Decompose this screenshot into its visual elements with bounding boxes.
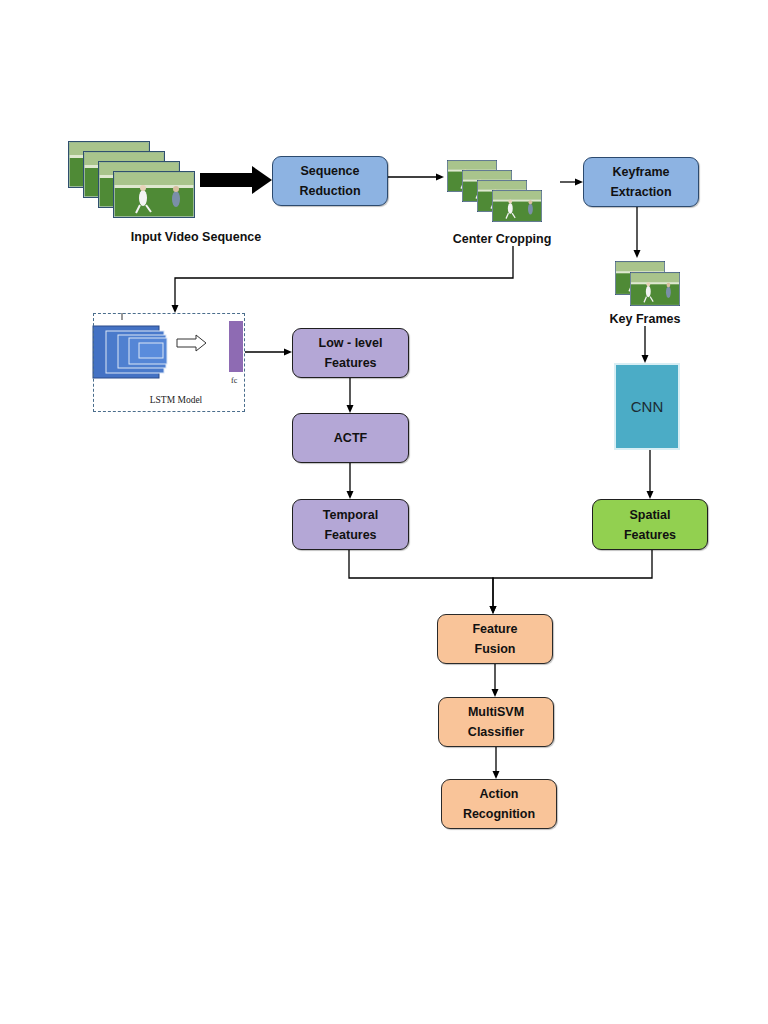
input-frames [68, 141, 195, 218]
arrow-head [252, 166, 272, 194]
layer-label: fc [231, 376, 237, 385]
process-box: Low - level Features [292, 328, 409, 378]
process-box: Sequence Reduction [272, 156, 388, 206]
model-box: CNN [614, 363, 680, 450]
node-text: Input Video Sequence [131, 230, 261, 244]
flow-arrow [642, 326, 649, 363]
flow-arrow [493, 747, 500, 779]
arrow-head [490, 606, 497, 614]
flow-arrow [245, 349, 292, 356]
output-box: Action Recognition [441, 779, 557, 829]
node-text: ACTF [334, 428, 367, 448]
cropped-frames [447, 160, 542, 222]
arrow-head [347, 491, 354, 499]
lstm-layer [129, 338, 167, 364]
arrow-head [436, 174, 444, 181]
connector-line [636, 207, 637, 250]
arrow-head [284, 349, 292, 356]
video-frame [630, 272, 680, 306]
lstm-layer [139, 343, 163, 358]
node-text: CNN [631, 398, 664, 415]
connector-line [349, 378, 350, 405]
connector-line [245, 351, 284, 352]
flow-arrow [388, 174, 444, 181]
flow-arrow [634, 207, 641, 258]
arrow-head [493, 771, 500, 779]
arrow-head [492, 689, 499, 697]
process-box: Keyframe Extraction [583, 157, 699, 207]
node-text: Feature Fusion [452, 619, 538, 659]
classifier-box: MultiSVM Classifier [438, 697, 554, 747]
node-text: Keyframe Extraction [598, 162, 684, 202]
flow-arrow [492, 664, 499, 697]
lstm-tick [122, 313, 123, 320]
node-text: LSTM Model [150, 395, 203, 405]
image-stack: Key Frames [606, 258, 684, 326]
process-box: Feature Fusion [437, 614, 553, 664]
node-text: Temporal Features [307, 505, 394, 545]
node-text: Center Cropping [453, 232, 552, 246]
image-stack: Input Video Sequence [66, 138, 200, 222]
feature-box: Temporal Features [292, 499, 409, 550]
feature-box: Spatial Features [592, 499, 708, 550]
connector-line [495, 747, 496, 771]
video-frame [113, 171, 195, 218]
connector-line [388, 176, 436, 177]
fc-layer [229, 321, 243, 372]
connector-line [349, 463, 350, 491]
connector-line [560, 181, 575, 182]
node-text: Low - level Features [307, 333, 394, 373]
flow-arrow [560, 179, 583, 186]
connector-line [493, 550, 652, 606]
flow-arrow [490, 550, 653, 614]
flow-arrow [200, 166, 272, 194]
flow-arrow [172, 246, 514, 313]
arrow-head [490, 606, 497, 614]
video-frame [492, 190, 542, 222]
connector-line [200, 173, 252, 187]
node-text: MultiSVM Classifier [453, 702, 539, 742]
process-box: ACTF [292, 413, 409, 463]
lstm-illustration [93, 313, 243, 378]
connector-line [175, 246, 513, 305]
node-text: Key Frames [610, 312, 681, 326]
node-text: Sequence Reduction [287, 161, 373, 201]
hollow-arrow [177, 335, 206, 351]
arrow-head [575, 179, 583, 186]
arrow-head [634, 250, 641, 258]
flow-arrow [347, 463, 354, 499]
connector-line [494, 664, 495, 689]
arrow-head [647, 491, 654, 499]
model-box: LSTM Model fc [93, 313, 245, 412]
image-stack: Center Cropping [444, 156, 560, 246]
connector-line [644, 326, 645, 355]
arrow-head [642, 355, 649, 363]
node-text: Action Recognition [456, 784, 542, 824]
arrow-head [347, 405, 354, 413]
connector-line [349, 550, 493, 606]
key-frames [615, 261, 680, 306]
flow-arrow [347, 378, 354, 413]
lstm-layer [118, 335, 166, 368]
flow-arrow [349, 550, 497, 614]
arrow-head [172, 305, 179, 313]
node-text: Spatial Features [607, 505, 693, 545]
connector-line [649, 450, 650, 491]
flow-arrow [647, 450, 654, 499]
